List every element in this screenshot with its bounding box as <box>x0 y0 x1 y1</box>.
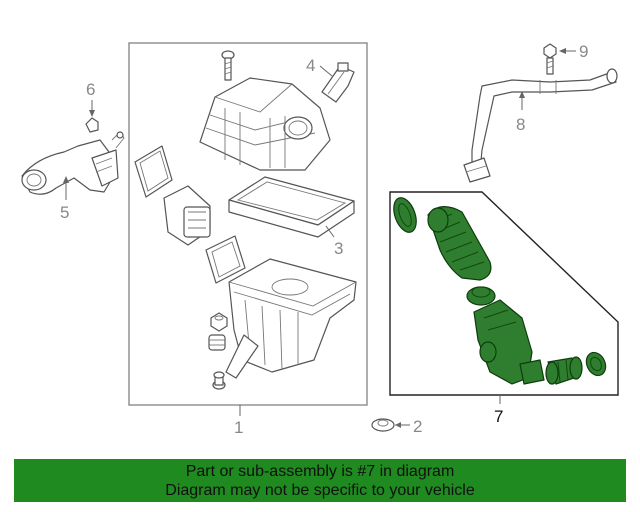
callout-5: 5 <box>60 203 69 222</box>
arrow-5 <box>63 176 69 183</box>
callout-3: 3 <box>334 239 343 258</box>
banner-line-disclaimer: Diagram may not be specific to your vehi… <box>165 482 475 499</box>
arrow-6 <box>89 110 95 117</box>
arrow-2 <box>395 422 401 428</box>
callout-1: 1 <box>234 418 243 437</box>
duct-clip-6 <box>85 117 99 133</box>
air-filter-element <box>228 176 355 238</box>
callout-7: 7 <box>494 407 503 426</box>
cover-bolt <box>221 50 235 81</box>
banner-line-selected-part: Part or sub-assembly is #7 in diagram <box>185 463 455 480</box>
arrow-8 <box>519 91 525 98</box>
callout-8: 8 <box>516 115 525 134</box>
outlet-duct-throttle-coupler <box>545 356 583 385</box>
vent-tube <box>463 68 618 183</box>
arrow-9 <box>559 48 566 54</box>
callout-4: 4 <box>306 56 315 75</box>
mounting-grommet-upper <box>210 312 228 332</box>
outlet-duct-resonator <box>473 299 545 385</box>
air-inlet-duct <box>21 131 125 195</box>
callout-9: 9 <box>579 42 588 61</box>
tube-bolt-9 <box>543 43 557 75</box>
push-pin-retainer <box>371 418 395 432</box>
outlet-duct-clamp-upper <box>393 197 417 233</box>
duct-adapter <box>163 185 211 246</box>
duct-gasket-upper <box>134 145 173 198</box>
outlet-duct-clamp-lower <box>585 351 607 377</box>
leader-3 <box>325 225 335 238</box>
leader-4 <box>319 65 333 77</box>
air-cleaner-lower-housing <box>225 258 357 379</box>
mounting-grommet-lower <box>212 371 226 390</box>
duct-gasket-lower <box>205 235 246 284</box>
mounting-grommet-middle <box>208 334 226 351</box>
outlet-duct-hose <box>427 206 492 281</box>
callout-2: 2 <box>413 417 422 436</box>
selection-info-banner: Part or sub-assembly is #7 in diagram Di… <box>14 459 626 502</box>
assembly-1-frame <box>128 42 368 406</box>
outlet-duct-coupler <box>466 286 496 306</box>
air-cleaner-cover <box>199 77 331 171</box>
callout-6: 6 <box>86 80 95 99</box>
mass-air-flow-sensor <box>321 62 355 103</box>
